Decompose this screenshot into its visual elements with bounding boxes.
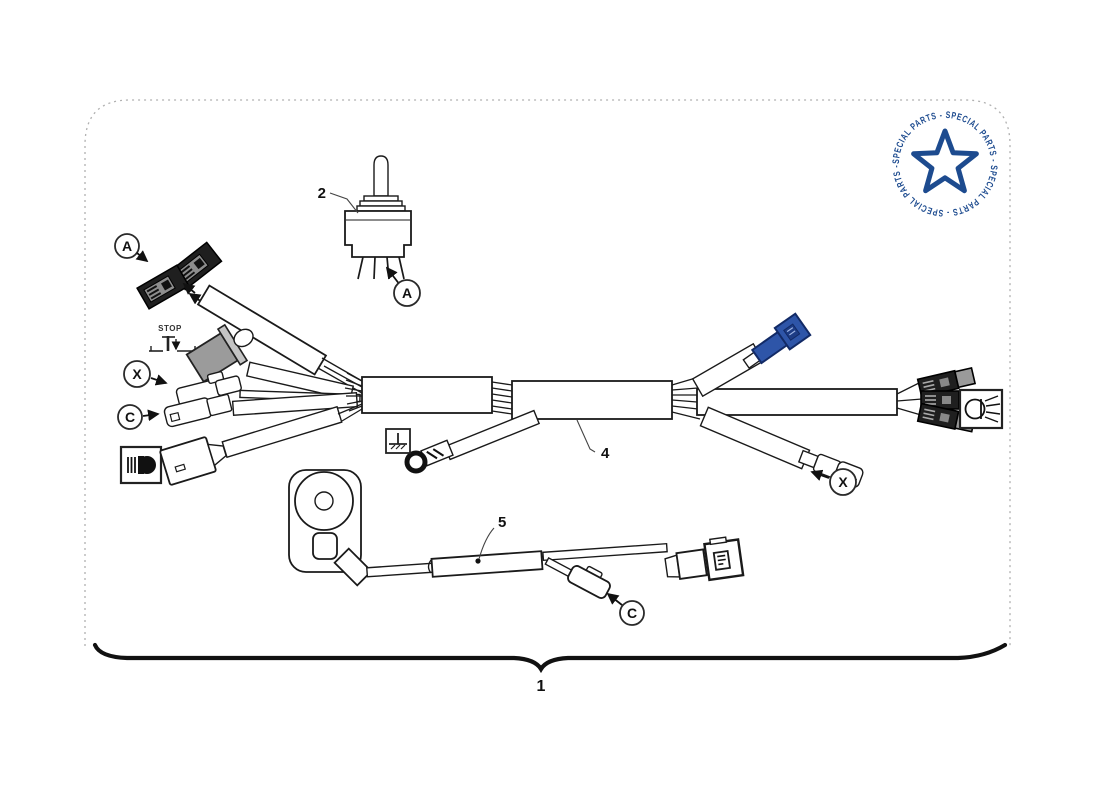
headlamp-connector — [159, 403, 363, 486]
callout-x-right: X — [810, 468, 857, 496]
svg-text:X: X — [838, 474, 848, 490]
lead-sleeve — [430, 550, 544, 578]
x-branch-right: X — [699, 406, 864, 496]
part-number-1: 1 — [537, 678, 546, 695]
branch-tube-right — [696, 388, 898, 416]
headlight-icon-left — [119, 445, 163, 485]
svg-text:C: C — [125, 409, 135, 425]
part-number-4: 4 — [601, 445, 610, 462]
c-branch-left: C — [117, 391, 359, 430]
callout-c-bottom: C — [606, 592, 645, 626]
callout-a-switch: A — [385, 266, 421, 307]
callout-c-left: C — [117, 404, 160, 430]
callout-x-left: X — [123, 360, 168, 388]
ground-branch — [385, 409, 541, 474]
sleeve-2 — [511, 380, 673, 420]
bullet-connector — [567, 565, 611, 599]
stop-switch-icon: STOP — [149, 324, 197, 352]
svg-text:X: X — [132, 366, 142, 382]
break-mark — [427, 559, 432, 574]
branch-tube — [443, 409, 541, 461]
blue-connector-branch — [691, 312, 812, 398]
star-icon — [911, 128, 979, 194]
leader-5 — [478, 527, 495, 560]
leader-2 — [329, 192, 359, 214]
wiring-harness-main: 4 — [344, 372, 923, 462]
svg-text:STOP: STOP — [158, 324, 182, 333]
ring-terminal — [404, 450, 428, 474]
terminal-pair-a: A — [114, 233, 363, 394]
part-number-5: 5 — [498, 514, 506, 531]
ground-symbol-icon — [385, 428, 411, 454]
wire-boot — [333, 547, 373, 587]
headlight-icon-right — [958, 388, 1004, 430]
branch-tube — [196, 284, 328, 376]
wire-hatch — [344, 372, 363, 412]
leader-4 — [576, 419, 596, 453]
plug-arrow — [182, 282, 196, 295]
svg-text:A: A — [402, 285, 412, 301]
branch-tube — [699, 406, 811, 470]
branch-tube — [221, 405, 343, 459]
part-number-2: 2 — [318, 185, 326, 202]
blue-connector — [742, 312, 812, 370]
branch-tube — [231, 391, 359, 417]
wire-hatch — [491, 381, 513, 415]
brace-item-1: 1 — [92, 642, 1008, 695]
spade-terminal-icon — [136, 264, 190, 310]
bullet-connector — [163, 393, 233, 428]
brake-switch-connector — [185, 323, 355, 401]
toggle-switch: 2 A — [318, 155, 421, 307]
callout-a-connectors: A — [114, 233, 149, 263]
special-parts-stamp: SPECIAL PARTS - SPECIAL PARTS - SPECIAL … — [891, 110, 999, 218]
horn-bracket — [288, 469, 373, 587]
leader-dot-5 — [475, 558, 481, 564]
lead-wire — [542, 542, 668, 562]
svg-text:A: A — [122, 238, 132, 254]
horn-lead: 5 C — [366, 514, 745, 626]
lead-wire — [366, 562, 434, 578]
page-border — [84, 99, 1011, 646]
switch-pins — [357, 256, 405, 280]
special-parts-stamp-text: SPECIAL PARTS - SPECIAL PARTS - SPECIAL … — [891, 110, 999, 218]
end-connector — [664, 536, 745, 582]
crimp — [420, 439, 454, 467]
fan-wires — [337, 403, 363, 422]
svg-text:C: C — [627, 605, 637, 621]
sleeve-1 — [361, 376, 493, 414]
fan-wires — [896, 381, 923, 416]
